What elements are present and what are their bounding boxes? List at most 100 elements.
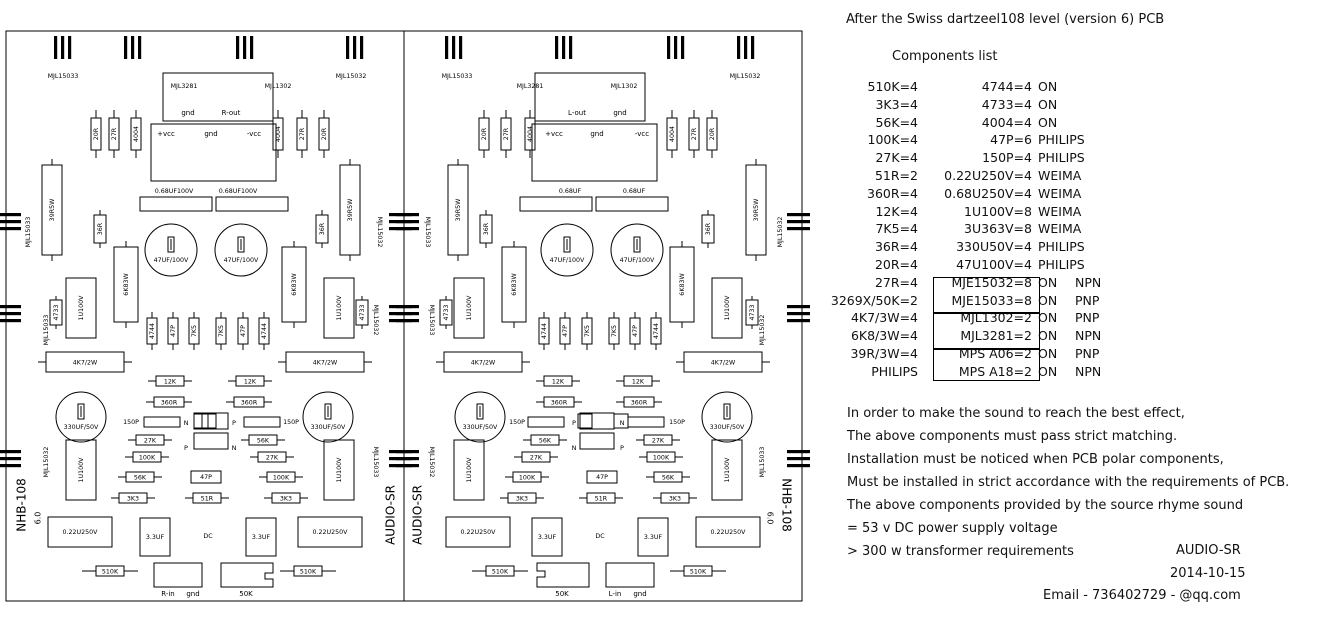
power-resistor [501, 246, 527, 323]
transistor-pin [396, 319, 419, 323]
date: 2014-10-15 [1170, 566, 1246, 581]
transistor-pin [396, 450, 419, 454]
transistor-pin [131, 36, 135, 59]
power-connector [531, 123, 658, 182]
transistor-pin [0, 227, 21, 231]
capacitor-label: 330UF/50V [463, 424, 498, 431]
transistor-body [193, 412, 229, 430]
input-label: gnd [186, 590, 199, 598]
component-left: 56K=4 [875, 114, 918, 130]
small-part-label: 47P [170, 325, 177, 337]
resistor [646, 451, 676, 463]
transistor-pin [396, 312, 419, 316]
power-connector [150, 123, 277, 182]
component-type: NPN [1075, 274, 1102, 290]
component-brand: WEIMA [1038, 185, 1082, 201]
potentiometer-label: 50K [555, 590, 569, 598]
small-resistor [706, 117, 718, 151]
power-resistor [443, 351, 523, 373]
transistor-label: MJL15033 [759, 447, 766, 478]
resistor [623, 375, 653, 387]
resistor-label: 360R [551, 400, 568, 407]
capacitor-label: 0.22U250V [461, 529, 497, 536]
board-outline [403, 30, 803, 602]
transistor-pin [61, 36, 65, 59]
transistor-pin [787, 312, 810, 316]
resistor [521, 451, 551, 463]
diode-label: 4733 [53, 304, 60, 320]
component-mid: 47P=6 [990, 132, 1032, 148]
resistor-label: 27K [144, 438, 157, 445]
transistor-pin [787, 227, 810, 231]
transistor-pin [744, 36, 748, 59]
diode-label: 4733 [359, 304, 366, 320]
capacitor-label: 150P [123, 419, 139, 426]
small-resistor [272, 117, 284, 151]
resistor [153, 396, 185, 408]
transistor-label: MJL15032 [428, 447, 435, 478]
transistor-label: MJL15033 [442, 73, 473, 80]
transistor-pin [0, 464, 21, 468]
connector-label: gnd [613, 109, 626, 117]
resistor [132, 451, 162, 463]
polarity-label: P [620, 444, 624, 452]
resistor [257, 451, 287, 463]
resistor [266, 471, 296, 483]
transistor-label: MJL15033 [424, 217, 431, 248]
info-title: After the Swiss dartzeel108 level (versi… [846, 12, 1165, 27]
transistor-pin [562, 36, 566, 59]
resistor [586, 492, 616, 504]
transistor-label: MJL15032 [730, 73, 761, 80]
author: AUDIO-SR [1176, 543, 1241, 558]
small-resistor-label: 27R [691, 127, 698, 140]
resistor [507, 492, 537, 504]
board-side-label: NHB-108 [15, 478, 29, 531]
transistor-pin [737, 36, 741, 59]
resistor-label: 56K [662, 475, 675, 482]
polarity-label: N [232, 444, 237, 452]
connector-label: R-out [222, 109, 241, 117]
capacitor-polarity [476, 403, 484, 420]
transistor-pin [681, 36, 685, 59]
transistor-pin [396, 457, 419, 461]
film-capacitor [139, 196, 213, 212]
film-capacitor [445, 516, 511, 548]
small-part [167, 317, 179, 345]
power-resistor [447, 164, 469, 256]
component-brand: ON [1038, 292, 1058, 308]
power-resistor [683, 351, 763, 373]
component-left: 27K=4 [875, 150, 918, 166]
component-brand: ON [1038, 328, 1058, 344]
resistor-label: 360R [241, 400, 258, 407]
transistor-pin [445, 36, 449, 59]
transistor-box-3 [933, 349, 1040, 381]
note-line: The above components provided by the sou… [847, 498, 1244, 513]
capacitor-label: 3.3UF [252, 534, 271, 541]
component-mid: 3U363V=8 [964, 221, 1032, 237]
film-capacitor [47, 516, 113, 548]
power-label: gnd [590, 130, 603, 138]
dc-label: DC [203, 533, 213, 540]
electrolytic-capacitor [610, 223, 664, 277]
transistor-label: MJL1302 [265, 83, 292, 90]
component-mid: MJE15032=8 [951, 274, 1032, 290]
resistor [192, 492, 222, 504]
small-part [559, 317, 571, 345]
small-part-label: 7K5 [218, 325, 225, 337]
capacitor-label: 0.22U250V [313, 529, 349, 536]
power-resistor-label: 4K7/2W [313, 360, 338, 367]
component-left: 20R=4 [874, 257, 918, 272]
capacitor-label: 150P [509, 419, 525, 426]
film-capacitor [139, 517, 171, 557]
capacitor-label: 1U100V [724, 457, 731, 483]
component-left: 360R=4 [867, 185, 918, 201]
small-resistor-label: 36R [483, 222, 490, 235]
resistor [271, 492, 301, 504]
capacitor-label: 1U100V [724, 295, 731, 321]
transistor-pin [138, 36, 142, 59]
component-mid: 0.22U250V=4 [944, 168, 1032, 183]
film-capacitor [215, 196, 289, 212]
capacitor-label: 1U100V [336, 457, 343, 483]
transistor-label: MJL15033 [372, 447, 379, 478]
